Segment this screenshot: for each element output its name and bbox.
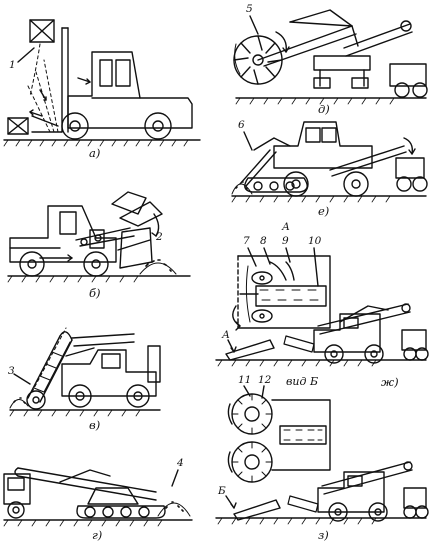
caption-a: а) xyxy=(89,146,101,160)
panel-d-drawing xyxy=(233,9,428,105)
caption-z: з) xyxy=(318,528,329,542)
panel-z-drawing xyxy=(215,385,429,525)
callout-4: 4 xyxy=(177,457,184,469)
caption-e: е) xyxy=(318,204,330,218)
callout-7: 7 xyxy=(243,235,250,247)
caption-v: в) xyxy=(89,418,101,432)
callout-10: 10 xyxy=(308,235,322,247)
panel-a-drawing xyxy=(3,19,201,147)
callout-5: 5 xyxy=(246,3,253,15)
callout-9: 9 xyxy=(282,235,289,247)
callout-8: 8 xyxy=(260,235,267,247)
caption-g: г) xyxy=(92,528,103,542)
callout-11: 11 xyxy=(238,374,252,386)
panel-g-drawing xyxy=(3,467,193,527)
panel-b-drawing xyxy=(7,191,191,283)
section-mark-a-side: А xyxy=(222,329,230,341)
caption-zh: ж) xyxy=(381,375,399,389)
panel-zh-drawing xyxy=(215,247,429,367)
callout-12: 12 xyxy=(258,374,272,386)
panel-v-drawing xyxy=(9,327,161,417)
caption-d: д) xyxy=(318,102,330,116)
callout-2: 2 xyxy=(156,231,163,243)
panel-e-drawing xyxy=(231,121,428,203)
view-b-label: вид Б xyxy=(286,375,319,388)
section-mark-a-top: А xyxy=(282,221,290,233)
callout-6: 6 xyxy=(238,119,245,131)
caption-b: б) xyxy=(89,286,101,300)
callout-1: 1 xyxy=(9,59,16,71)
section-mark-b-side: Б xyxy=(218,485,226,497)
callout-3: 3 xyxy=(8,365,15,377)
